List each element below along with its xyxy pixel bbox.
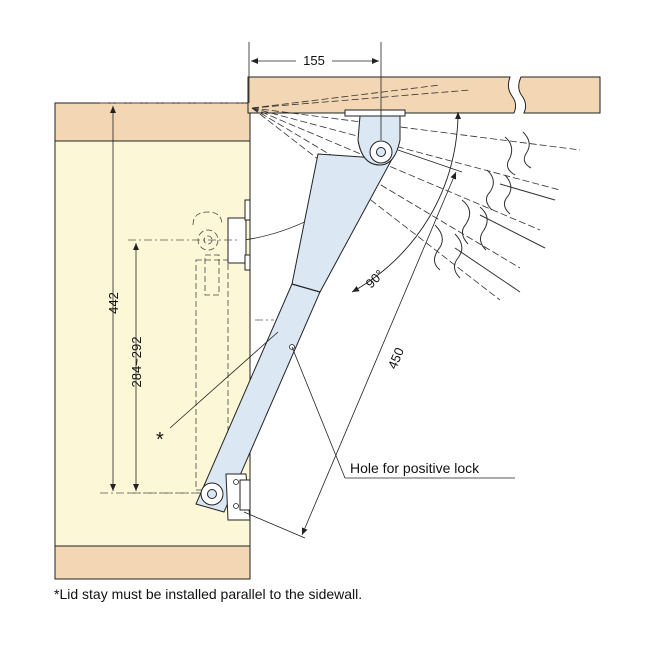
lid-closed (247, 76, 601, 114)
dim-cabinet-height: 442 (106, 106, 121, 491)
dim-mount-range: 284~292 (129, 243, 144, 491)
cabinet-bottom-panel (54, 545, 251, 580)
footnote: *Lid stay must be installed parallel to … (54, 586, 363, 602)
dim-mount-range-label: 284~292 (129, 337, 144, 388)
dim-top-width-label: 155 (303, 53, 325, 68)
asterisk-mark: * (156, 429, 164, 451)
asterisk-leader (169, 331, 279, 429)
dim-stay-length-label: 450 (385, 345, 407, 371)
dim-cabinet-height-label: 442 (106, 292, 121, 314)
reference-lines (100, 102, 274, 494)
closed-bracket (227, 199, 251, 271)
hole-label-leader (291, 346, 515, 479)
dim-top-width: 155 (248, 42, 382, 140)
lid-open-outlines (434, 131, 556, 293)
cabinet-top-panel (54, 102, 251, 142)
hole-label: Hole for positive lock (350, 460, 480, 476)
